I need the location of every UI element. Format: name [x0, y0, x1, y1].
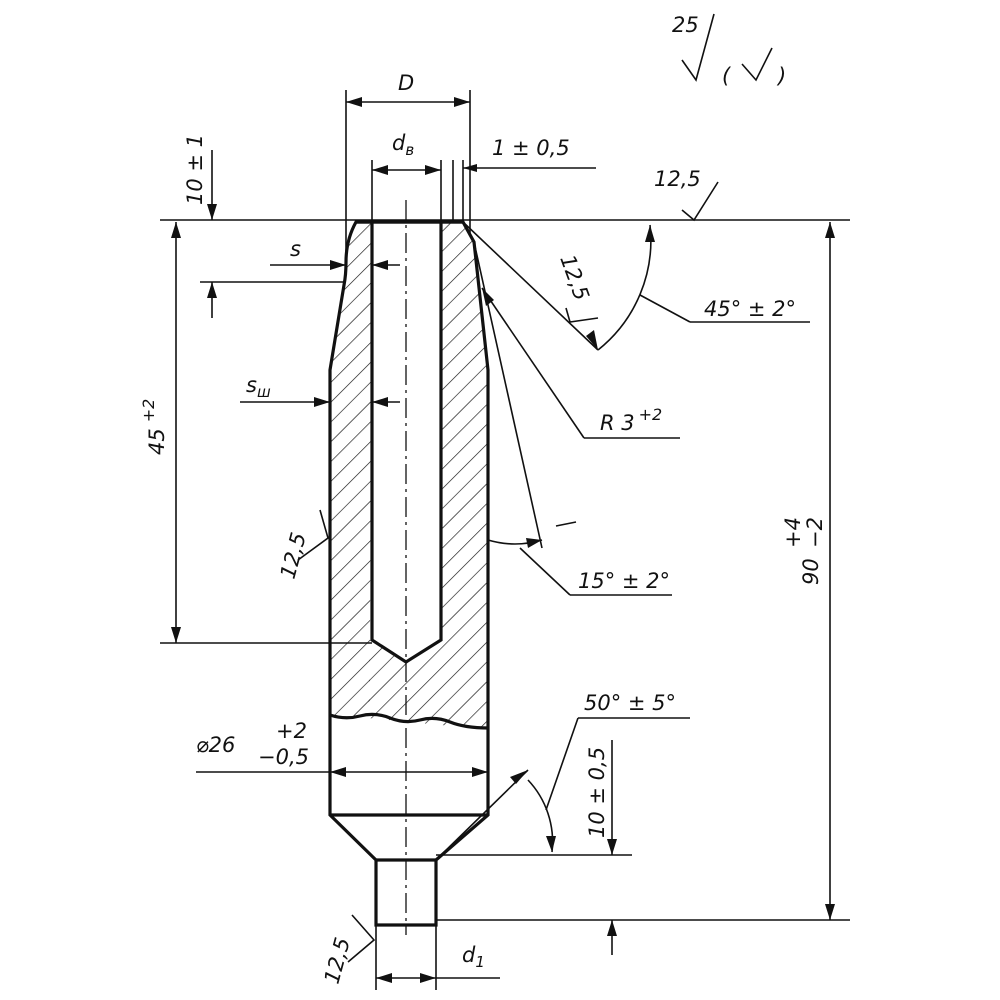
top-face-roughness: 12,5: [654, 167, 719, 222]
dimension-dv-label: d: [392, 131, 406, 155]
dimension-dv-sub: в: [405, 141, 414, 159]
section-hatch-left: [330, 222, 372, 718]
general-roughness-symbol: 25 ( ): [672, 13, 786, 88]
dimension-s-sh-label: s: [246, 373, 257, 397]
dimension-s-label: s: [290, 237, 301, 261]
dimension-d1-label: d: [462, 943, 476, 967]
dimension-bore-depth-label: 45: [145, 428, 169, 455]
dimension-taper-angle: 15° ± 2°: [473, 241, 672, 596]
dimension-overall-length-lower: −2: [803, 517, 827, 548]
svg-text:d1: d1: [462, 943, 485, 971]
dimension-diameter-26-lower: −0,5: [258, 745, 309, 769]
dimension-chamfer-length-label: 1 ± 0,5: [492, 136, 570, 160]
svg-text:R 3+2: R 3+2: [600, 405, 662, 435]
break-line: [329, 712, 489, 730]
dimension-taper-angle-label: 15° ± 2°: [578, 569, 670, 593]
dimension-chamfer-length: 1 ± 0,5: [452, 136, 596, 222]
general-roughness-value: 25: [672, 13, 699, 37]
outer-contour: [328, 220, 490, 927]
dimension-overall-length: 90 +4 −2: [436, 222, 850, 921]
dimension-diameter-26-upper: +2: [276, 719, 307, 743]
dimension-s-sh-sub: ш: [257, 383, 271, 401]
left-side-roughness: 12,5: [276, 509, 329, 581]
svg-text:−2: −2: [803, 517, 827, 548]
svg-text:dв: dв: [392, 131, 414, 159]
dimension-bore-depth: 45+2: [139, 222, 372, 644]
dimension-diameter-26-label: ⌀26: [196, 733, 235, 757]
svg-text:90: 90: [799, 558, 823, 585]
dimension-10-1-label: 10 ± 1: [183, 134, 207, 205]
dimension-s-sh: sш: [240, 373, 400, 407]
dimension-tip-angle: 50° ± 5°: [435, 691, 690, 861]
svg-text:+4: +4: [781, 517, 805, 548]
dimension-tip-angle-label: 50° ± 5°: [584, 691, 676, 715]
dimension-10-05-label: 10 ± 0,5: [585, 747, 609, 838]
dimension-overall-length-upper: +4: [781, 517, 805, 548]
dimension-10-1: 10 ± 1: [183, 134, 344, 318]
roughness-paren-close: ): [776, 64, 786, 88]
dimension-D-label: D: [398, 71, 414, 95]
dimension-chamfer-angle-label: 45° ± 2°: [704, 297, 796, 321]
dimension-overall-length-label: 90: [799, 558, 823, 585]
roughness-paren-open: (: [722, 64, 731, 88]
tip-roughness: 12,5: [320, 914, 376, 986]
part-body: [328, 200, 490, 935]
svg-text:45+2: 45+2: [139, 399, 169, 455]
tip-roughness-value: 12,5: [320, 935, 355, 986]
dimension-dv: dв: [371, 131, 442, 222]
dimension-diameter-26: ⌀26 +2 −0,5: [196, 719, 488, 777]
dimension-bore-depth-tol: +2: [139, 399, 158, 423]
dimension-radius-label: R 3: [600, 411, 635, 435]
dimension-d1: d1: [375, 925, 500, 990]
chamfer-roughness-value: 12,5: [555, 252, 594, 304]
dimension-10-05: 10 ± 0,5: [436, 740, 632, 955]
section-hatch-right: [368, 222, 488, 728]
dimension-s: s: [270, 237, 400, 270]
left-side-roughness-value: 12,5: [276, 530, 311, 581]
dimension-chamfer-angle: 45° ± 2°: [462, 221, 810, 351]
chamfer-roughness: 12,5: [555, 252, 599, 323]
dimension-radius: R 3+2: [481, 287, 680, 439]
top-face-roughness-value: 12,5: [654, 167, 701, 191]
svg-text:sш: sш: [246, 373, 271, 401]
dimension-radius-tol: +2: [639, 405, 663, 424]
dimension-D: D: [345, 71, 471, 262]
dimension-d1-sub: 1: [475, 953, 485, 971]
